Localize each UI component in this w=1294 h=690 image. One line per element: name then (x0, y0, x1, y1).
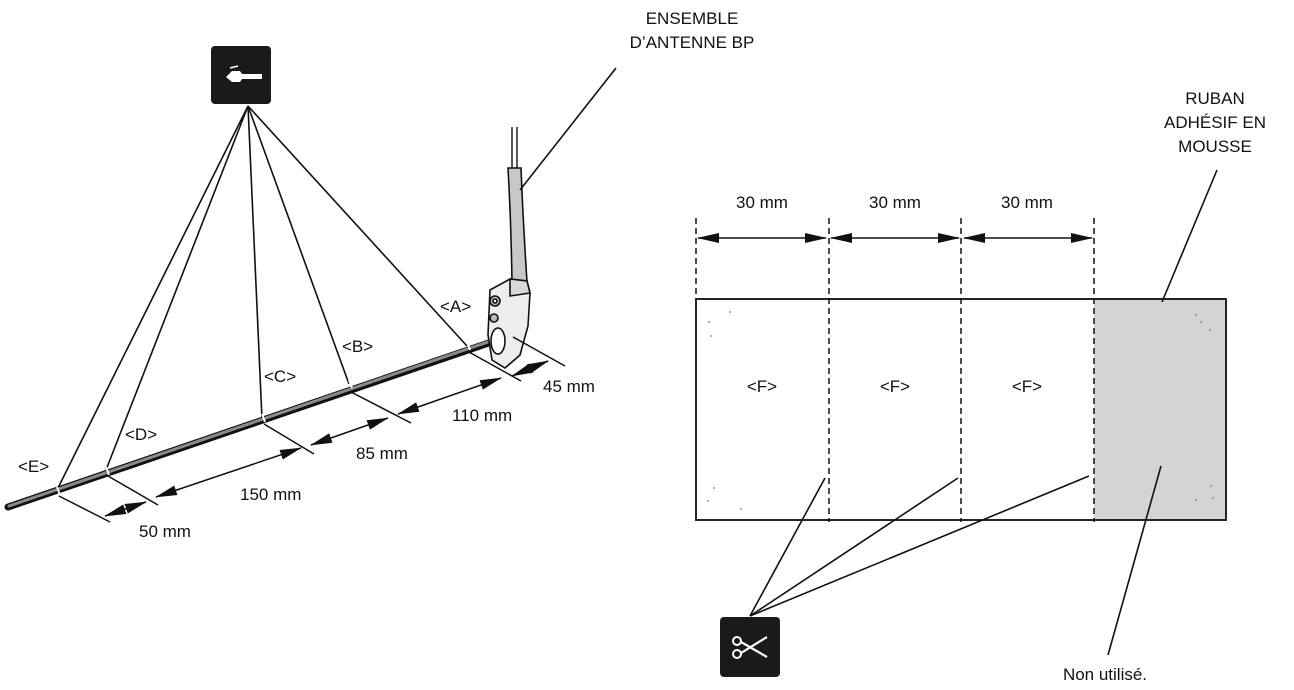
point-c-label: <C> (264, 367, 296, 386)
foam-tape-figure: 30 mm 30 mm 30 mm <F> <F> <F (695, 89, 1266, 684)
antenna-label-leader (519, 67, 617, 191)
foam-tape-label-line2: ADHÉSIF EN (1164, 113, 1266, 132)
dim-a-offset-label: 45 mm (543, 377, 595, 396)
tape-texture-dots (707, 311, 1214, 510)
point-d-label: <D> (125, 425, 157, 444)
point-b-label: <B> (342, 337, 373, 356)
segment-2-label: <F> (880, 377, 910, 396)
antenna-cable (4, 329, 522, 511)
icon-leader-lines (56, 105, 468, 491)
foam-tape-label-leader (1161, 169, 1218, 303)
scissors-leader-lines (749, 475, 1090, 617)
scissors-icon (720, 617, 780, 677)
dim-c-to-d-label: 150 mm (240, 485, 301, 504)
dim-a-to-b-label: 110 mm (452, 406, 512, 425)
dim-d-to-e-label: 50 mm (139, 522, 191, 541)
unused-tape-portion (1094, 300, 1225, 519)
cable-routing-figure: ENSEMBLE D’ANTENNE BP <A> <B> <C> <D> <E… (4, 9, 755, 541)
antenna-assembly (487, 127, 531, 369)
dimension-arrows (104, 360, 549, 517)
point-e-label: <E> (18, 457, 49, 476)
segment-3-width-label: 30 mm (1001, 193, 1053, 212)
antenna-assembly-label-line1: ENSEMBLE (646, 9, 739, 28)
foam-tape-label-line3: MOUSSE (1178, 137, 1252, 156)
segment-3-label: <F> (1012, 377, 1042, 396)
foam-tape-label-line1: RUBAN (1185, 89, 1245, 108)
point-a-label: <A> (440, 297, 471, 316)
antenna-assembly-label-line2: D’ANTENNE BP (630, 33, 755, 52)
dim-b-to-c-label: 85 mm (356, 444, 408, 463)
segment-1-label: <F> (747, 377, 777, 396)
cut-lines (695, 218, 1095, 522)
segment-2-width-label: 30 mm (869, 193, 921, 212)
not-used-label: Non utilisé. (1063, 665, 1147, 684)
segment-1-width-label: 30 mm (736, 193, 788, 212)
tape-application-icon (211, 46, 271, 104)
not-used-leader (1107, 465, 1162, 656)
